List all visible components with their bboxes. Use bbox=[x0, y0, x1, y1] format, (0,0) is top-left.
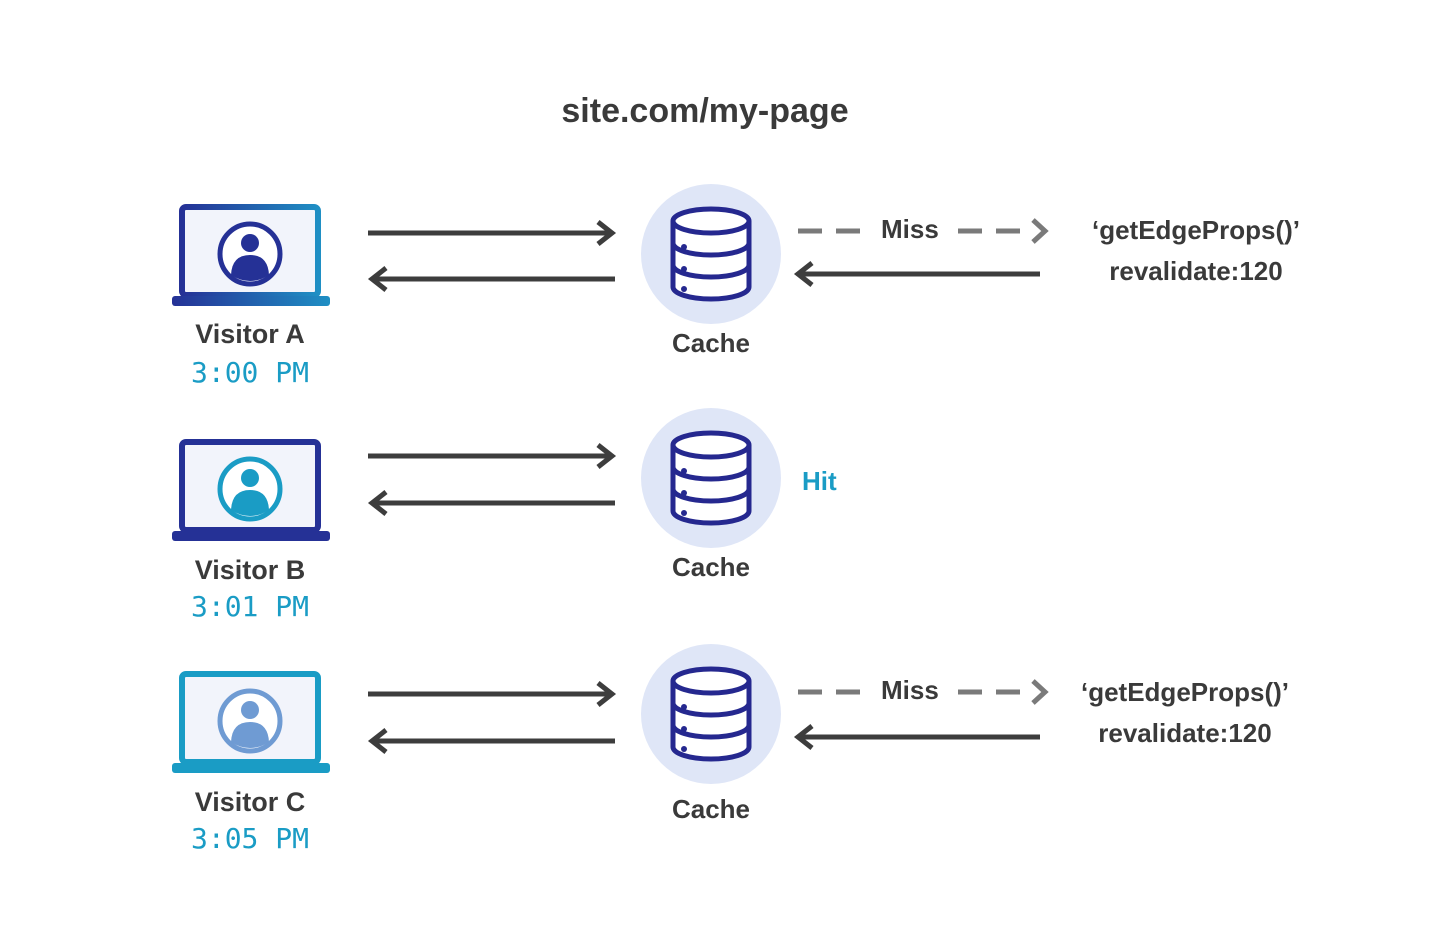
visitor-time: 3:01 PM bbox=[190, 590, 309, 623]
request-arrow bbox=[368, 220, 617, 246]
page-title: site.com/my-page bbox=[561, 92, 849, 130]
database-icon bbox=[641, 408, 781, 548]
laptop-user-icon bbox=[172, 204, 330, 306]
origin-function: ‘getEdgeProps()’ bbox=[1091, 215, 1300, 245]
database-icon bbox=[641, 644, 781, 784]
laptop-user-icon bbox=[172, 671, 330, 773]
cache-label: Cache bbox=[671, 794, 751, 824]
visitor-name: Visitor A bbox=[195, 319, 305, 349]
response-arrow bbox=[367, 728, 615, 754]
cache-label: Cache bbox=[671, 552, 751, 582]
visitor-time: 3:00 PM bbox=[190, 356, 309, 389]
visitor-time: 3:05 PM bbox=[190, 822, 309, 855]
row-a-arrows bbox=[367, 218, 1049, 292]
request-arrow bbox=[368, 443, 617, 469]
visitor-name: Visitor B bbox=[194, 555, 306, 585]
row-c-arrows bbox=[367, 679, 1049, 754]
miss-dashed-arrowhead bbox=[1031, 218, 1049, 244]
revalidate-label: revalidate:120 bbox=[1109, 256, 1283, 286]
miss-label: Miss bbox=[881, 214, 939, 244]
request-arrow bbox=[368, 681, 617, 707]
laptop-user-icon bbox=[172, 439, 330, 541]
hit-label: Hit bbox=[802, 466, 837, 496]
visitor-name: Visitor C bbox=[194, 787, 306, 817]
origin-response-arrow bbox=[793, 724, 1040, 750]
response-arrow bbox=[367, 490, 615, 516]
origin-response-arrow bbox=[793, 261, 1040, 287]
cache-label: Cache bbox=[671, 328, 751, 358]
miss-label: Miss bbox=[881, 675, 939, 705]
miss-dashed-arrowhead bbox=[1031, 679, 1049, 705]
revalidate-label: revalidate:120 bbox=[1098, 718, 1272, 748]
origin-function: ‘getEdgeProps()’ bbox=[1080, 677, 1289, 707]
database-icon bbox=[641, 184, 781, 324]
response-arrow bbox=[367, 266, 615, 292]
row-b-arrows bbox=[367, 443, 617, 516]
